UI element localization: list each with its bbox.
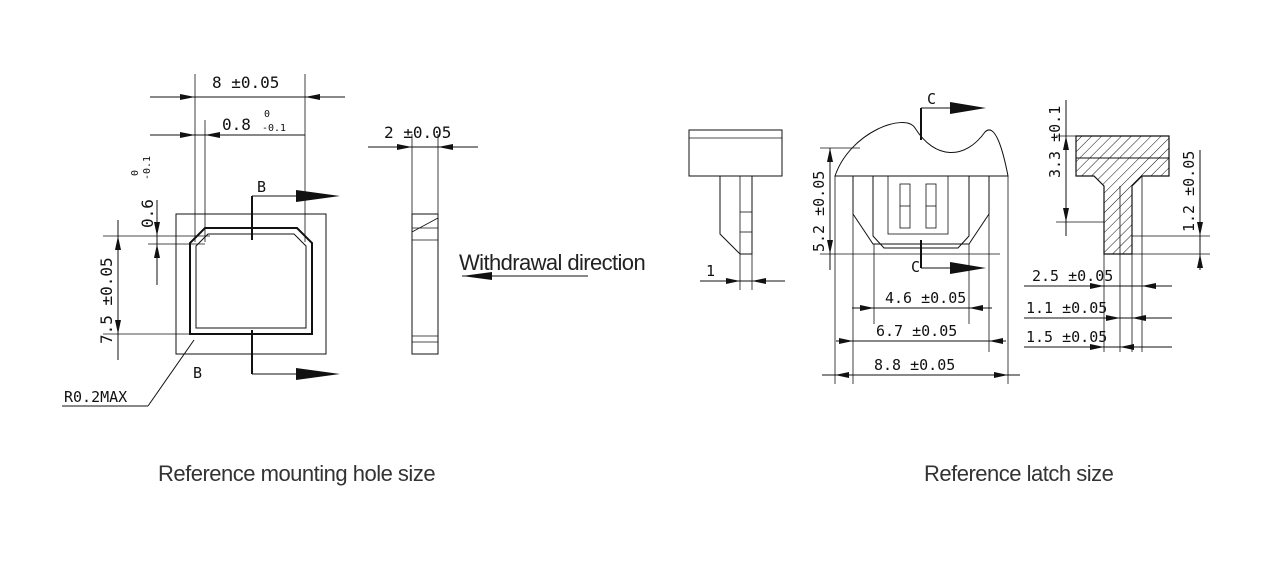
section-b-top-label: B <box>257 178 266 196</box>
latch-stem-height-label: 1.2 ±0.05 <box>1180 151 1198 232</box>
hole-gap-label: 0.6 <box>138 199 157 228</box>
latch-side-offset-label: 1 <box>706 262 715 280</box>
latch-height-label: 5.2 ±0.05 <box>810 171 828 252</box>
section-c-bottom-label: C <box>911 258 920 276</box>
section-c-top-arrow <box>950 102 986 114</box>
caption-mounting-hole: Reference mounting hole size <box>158 461 435 486</box>
withdrawal-label: Withdrawal direction <box>459 250 645 275</box>
hole-radius-label: R0.2MAX <box>64 388 127 406</box>
latch-dim-a-label: 2.5 ±0.05 <box>1032 267 1113 285</box>
hole-wall-tol-lower: -0.1 <box>262 123 286 134</box>
plate-thickness-label: 2 ±0.05 <box>384 123 451 142</box>
latch-front-view: 5.2 ±0.05 C C 4.6 ±0.05 6.7 ±0.05 8.8 ±0… <box>810 90 1020 384</box>
hole-wall-label: 0.8 <box>222 115 251 134</box>
mounting-hole-view: 8 ±0.05 0.8 0 -0.1 0.6 0 -0.1 7.5 ±0.05 … <box>62 73 345 407</box>
caption-latch: Reference latch size <box>924 461 1114 486</box>
latch-inner-width-label: 4.6 ±0.05 <box>885 289 966 307</box>
hole-gap-tol-upper: 0 <box>130 170 141 176</box>
latch-section-view: 3.3 ±0.1 1.2 ±0.05 2.5 ±0.05 1.1 ±0.05 1… <box>1024 100 1210 352</box>
latch-side-view: 1 <box>688 129 785 290</box>
hole-inner-outline <box>195 233 307 329</box>
hole-height-label: 7.5 ±0.05 <box>97 257 116 344</box>
section-b-top-arrow <box>296 190 340 202</box>
hole-width-label: 8 ±0.05 <box>212 73 279 92</box>
section-b-bottom-label: B <box>193 364 202 382</box>
latch-head-height-label: 3.3 ±0.1 <box>1046 106 1064 178</box>
hole-wall-tol-upper: 0 <box>264 109 270 120</box>
section-b-bottom-arrow <box>296 368 340 380</box>
hole-outer-outline <box>189 227 313 335</box>
latch-mid-width-label: 6.7 ±0.05 <box>876 322 957 340</box>
withdrawal-arrow <box>462 272 492 280</box>
section-c-top-label: C <box>927 90 936 108</box>
plate-side-view: 2 ±0.05 <box>368 123 478 355</box>
latch-dim-c-label: 1.5 ±0.05 <box>1026 328 1107 346</box>
latch-dim-b-label: 1.1 ±0.05 <box>1026 299 1107 317</box>
section-c-bottom-arrow <box>950 262 986 274</box>
latch-outer-width-label: 8.8 ±0.05 <box>874 356 955 374</box>
hole-gap-tol-lower: -0.1 <box>142 156 153 180</box>
latch-head-outline <box>834 122 1009 177</box>
withdrawal-indicator: Withdrawal direction <box>459 250 646 280</box>
